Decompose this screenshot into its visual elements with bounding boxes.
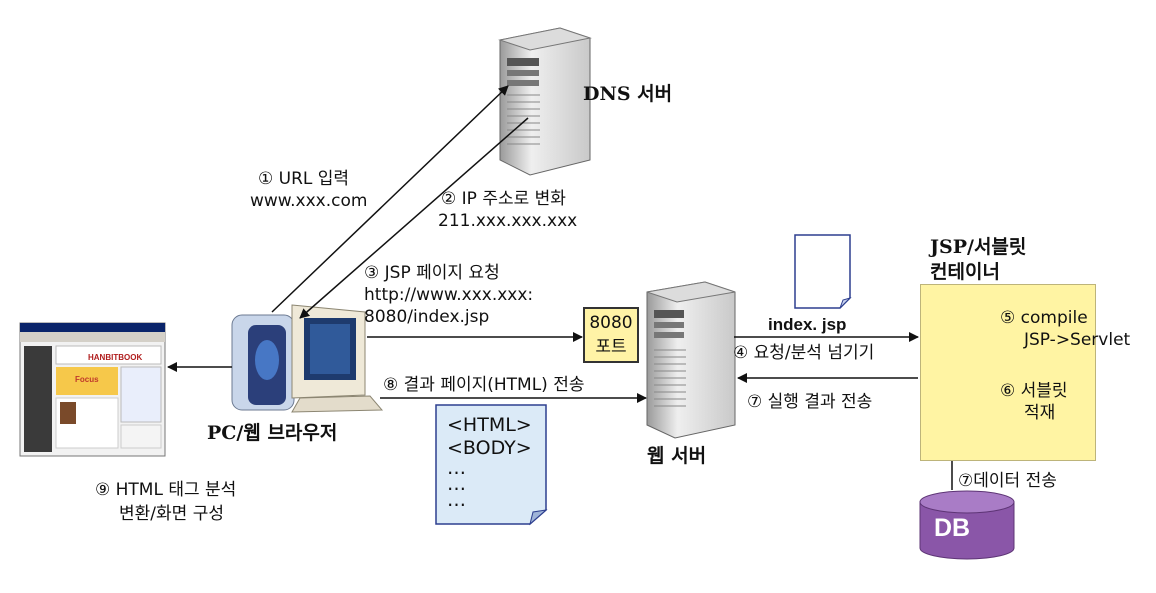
step-9-detail: 변환/화면 구성 (119, 504, 224, 524)
step-5-label: ⑤ compile JSP->Servlet (1000, 307, 1130, 351)
pc-icon (231, 304, 384, 413)
container-title-line2: 컨테이너 (930, 261, 1000, 283)
container-title: JSP/서블릿 컨테이너 (930, 235, 1026, 285)
browser-screenshot: HANBITBOOK Focus (19, 322, 166, 457)
web-server-label: 웹 서버 (647, 445, 707, 467)
arrow-dns-to-pc (299, 117, 529, 319)
html-doc-line-3: … (447, 457, 466, 479)
step-3-label: ③ JSP 페이지 요청 http://www.xxx.xxx: 8080/in… (364, 262, 533, 328)
html-document-content: <HTML> <BODY> … … … (447, 414, 532, 511)
step-9-label: ⑨ HTML 태그 분석 변환/화면 구성 (95, 478, 236, 526)
step-3-title: ③ JSP 페이지 요청 (364, 263, 500, 283)
dns-server-icon (498, 27, 592, 176)
step-2-label: ② IP 주소로 변화 211.xxx.xxx.xxx (438, 188, 577, 232)
step-2-title: ② IP 주소로 변화 (441, 189, 566, 209)
db-icon (919, 490, 1015, 560)
jsp-document-label: index. jsp (768, 315, 847, 334)
arrow-url-to-dns (271, 85, 509, 313)
step-8-label: ⑧ 결과 페이지(HTML) 전송 (383, 375, 585, 395)
port-label: 포트 (595, 337, 627, 357)
step-9-title: ⑨ HTML 태그 분석 (95, 480, 237, 500)
port-number: 8080 (589, 313, 633, 333)
jsp-document-icon (794, 234, 852, 309)
step-5-title: ⑤ compile (1000, 308, 1088, 328)
pc-browser-label: PC/웹 브라우저 (207, 422, 338, 444)
browser-logo: HANBITBOOK (88, 353, 142, 362)
dns-server-label: DNS 서버 (583, 83, 673, 105)
step-1-url: www.xxx.com (250, 191, 368, 211)
step-3-url-line2: 8080/index.jsp (364, 307, 490, 327)
step-1-label: ① URL 입력 www.xxx.com (250, 168, 367, 212)
step-7-label: ⑦ 실행 결과 전송 (747, 392, 873, 412)
step-5-detail: JSP->Servlet (1024, 330, 1131, 350)
browser-banner: Focus (75, 375, 99, 384)
step-3-url-line1: http://www.xxx.xxx: (364, 285, 534, 305)
step-6-label: ⑥ 서블릿 적재 (1000, 380, 1068, 424)
step-7b-label: ⑦데이터 전송 (958, 471, 1057, 491)
step-6-detail: 적재 (1024, 403, 1056, 423)
step-4-label: ④ 요청/분석 넘기기 (733, 343, 875, 363)
container-title-line1: JSP/서블릿 (930, 236, 1027, 258)
html-doc-line-4: … (447, 473, 466, 495)
db-label: DB (934, 514, 971, 542)
html-doc-line-5: … (447, 489, 466, 511)
web-server-icon (646, 281, 736, 439)
html-doc-line-1: <HTML> (447, 414, 532, 436)
html-document-icon (435, 404, 548, 526)
step-6-title: ⑥ 서블릿 (1000, 381, 1068, 401)
port-8080-box: 8080 포트 (583, 307, 639, 363)
step-1-title: ① URL 입력 (258, 169, 350, 189)
jsp-servlet-container-box (920, 284, 1096, 461)
html-doc-line-2: <BODY> (447, 437, 532, 459)
step-2-ip: 211.xxx.xxx.xxx (438, 211, 578, 231)
